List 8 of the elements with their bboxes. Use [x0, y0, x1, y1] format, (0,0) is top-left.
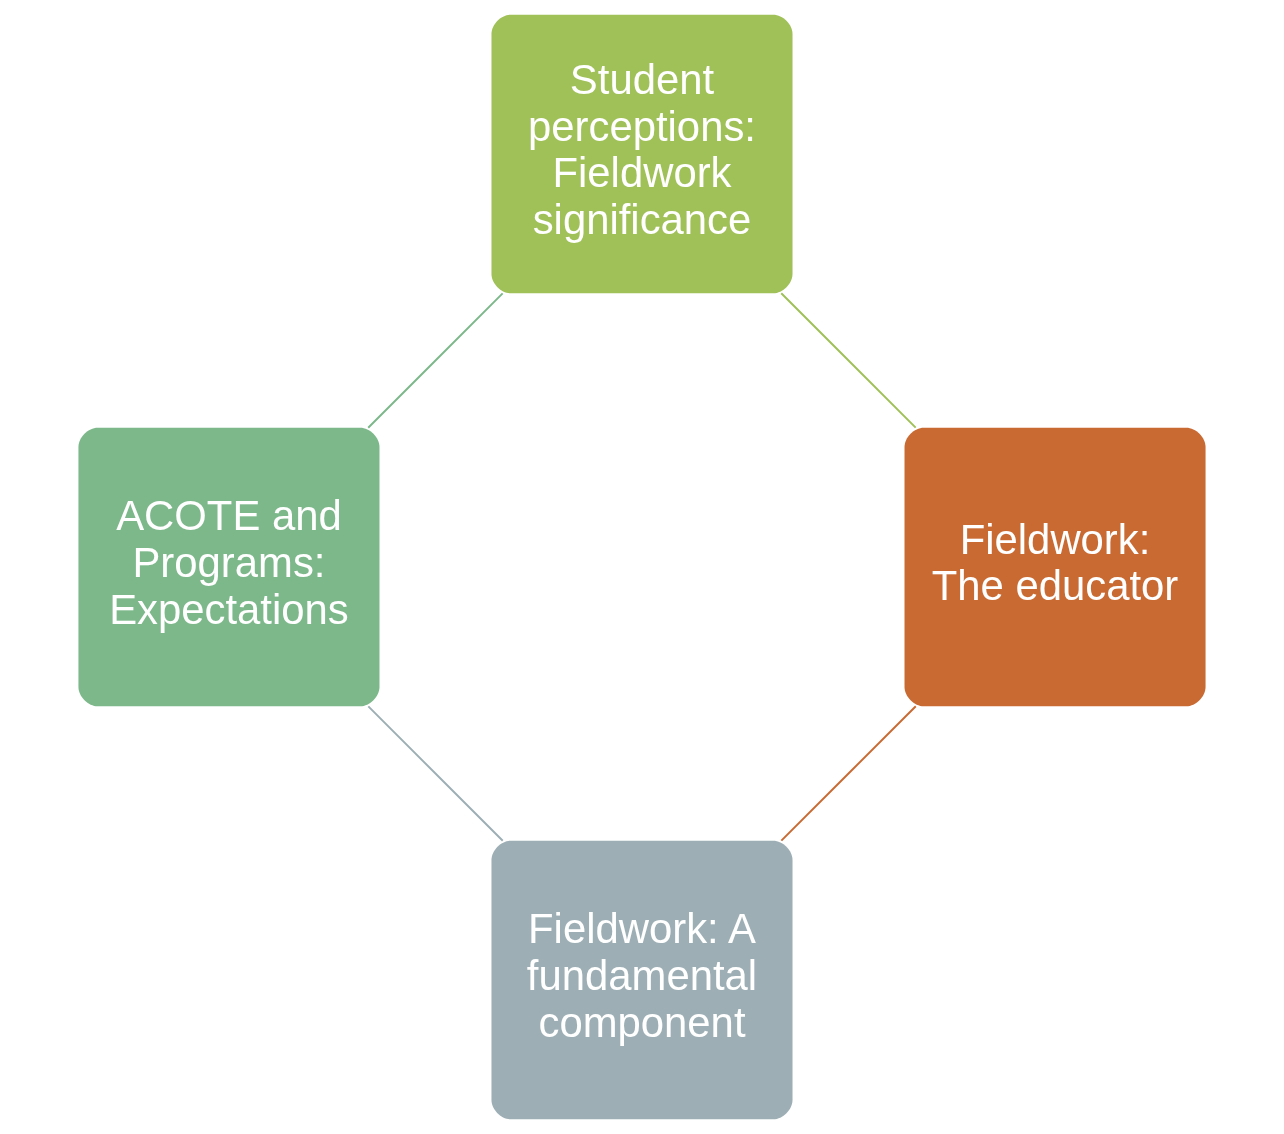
node-box: Fieldwork: The educator: [904, 427, 1206, 707]
connector: [367, 292, 504, 429]
connector: [780, 292, 917, 429]
connector: [367, 705, 504, 842]
connector: [780, 705, 917, 842]
node-box: ACOTE and Programs: Expectations: [78, 427, 380, 707]
node-box: Student perceptions: Fieldwork significance: [491, 14, 793, 294]
node-box: Fieldwork: A fundamental component: [491, 840, 793, 1120]
